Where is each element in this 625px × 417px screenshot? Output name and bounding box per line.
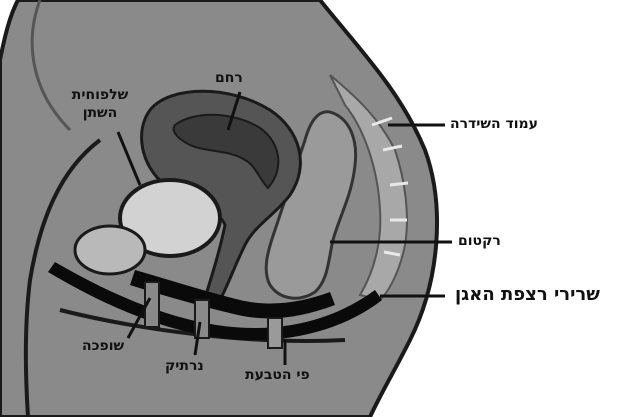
label-rectum: רקטום: [458, 233, 501, 249]
label-uterus: רחם: [215, 70, 243, 86]
label-bladder: שלפוחית השתן: [55, 86, 145, 122]
vertebra-line-3: [390, 183, 408, 185]
label-urethra: שופכה: [82, 338, 124, 354]
label-pelvic-floor: שרירי רצפת האגן: [455, 284, 600, 305]
pubic-bone-shape: [75, 226, 145, 274]
label-spine: עמוד השידרה: [450, 116, 538, 132]
anus-passage: [268, 318, 282, 348]
label-anus: פי הטבעת: [245, 367, 310, 383]
label-vagina: נרתיק: [165, 358, 204, 374]
